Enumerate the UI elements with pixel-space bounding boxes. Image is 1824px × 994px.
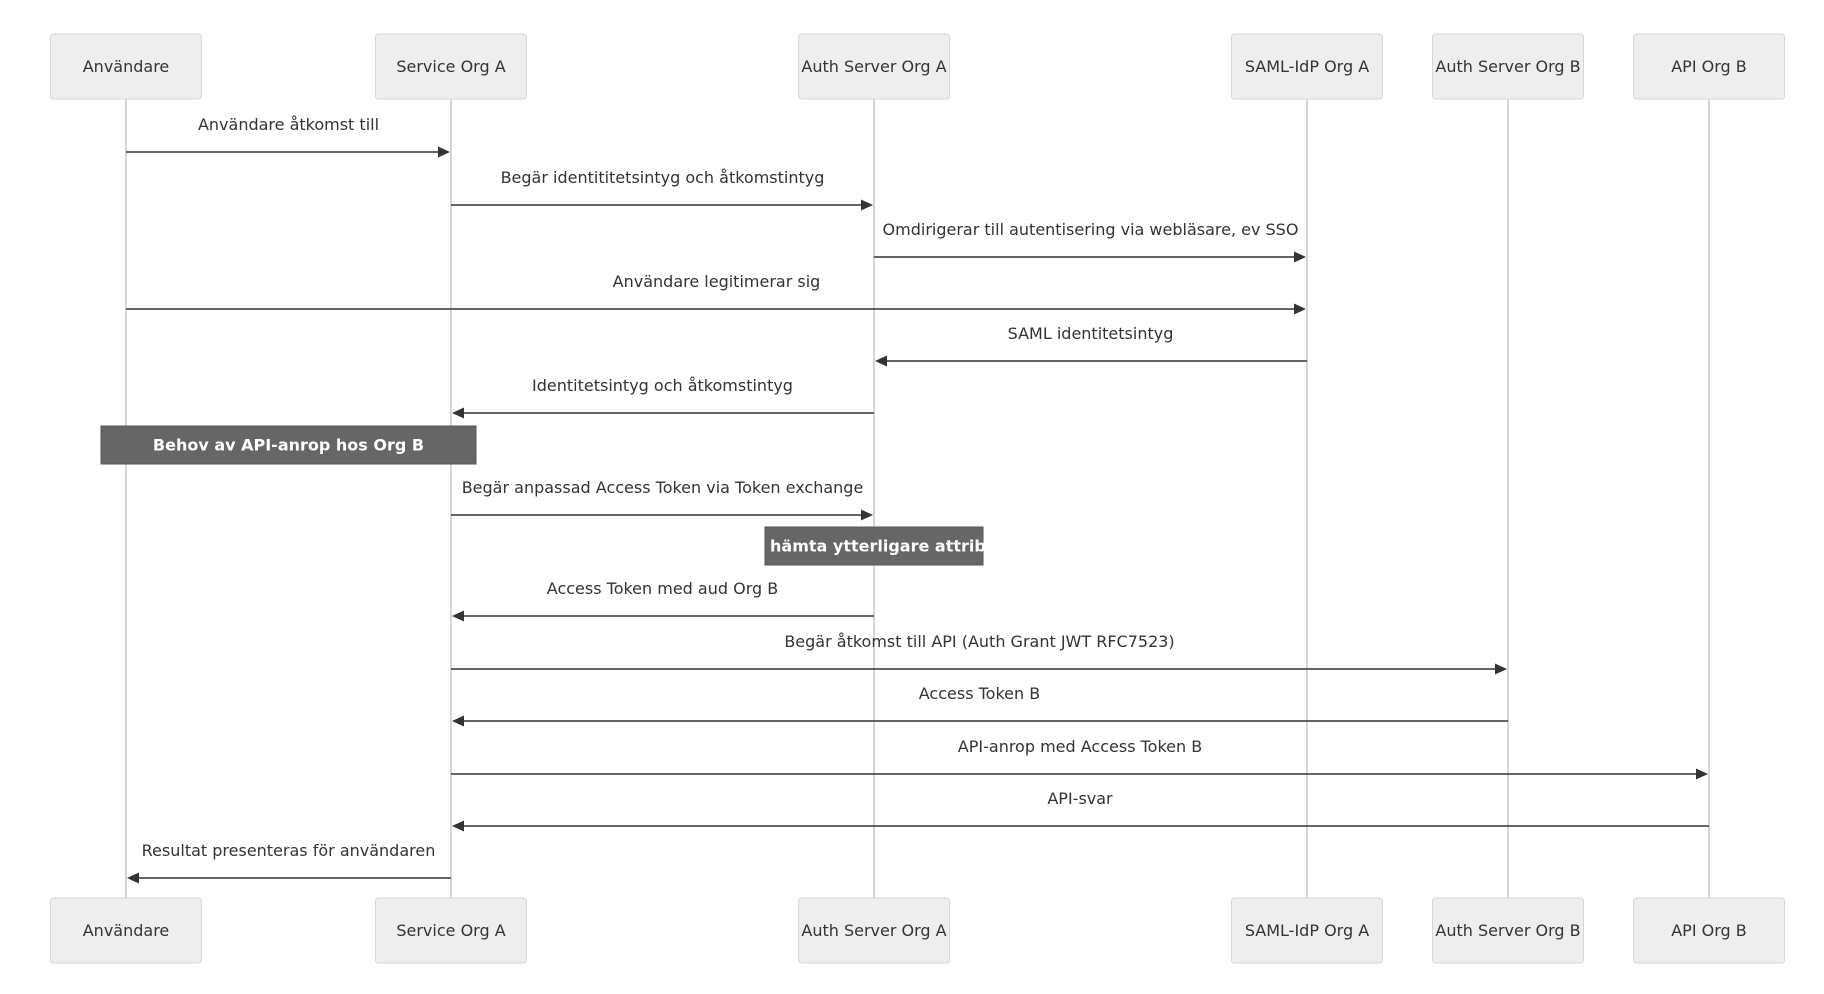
message-2: Begär identititetsintyg och åtkomstintyg (451, 168, 873, 211)
actor-box (1432, 33, 1584, 100)
actor-box (50, 33, 202, 100)
message-4: Användare legitimerar sig (126, 272, 1306, 315)
actor-label: Auth Server Org A (801, 57, 946, 76)
message-label: API-anrop med Access Token B (958, 737, 1202, 756)
arrowhead-icon (1294, 251, 1306, 263)
actor-label: Användare (83, 921, 170, 940)
message-label: SAML identitetsintyg (1008, 324, 1174, 343)
actor-authB-top: Auth Server Org B (1432, 33, 1584, 100)
actor-label: Service Org A (396, 57, 505, 76)
note-label: Behov av API-anrop hos Org B (153, 436, 424, 455)
message-label: Begär anpassad Access Token via Token ex… (462, 478, 864, 497)
message-15: Resultat presenteras för användaren (127, 841, 451, 884)
message-label: Access Token med aud Org B (547, 579, 778, 598)
message-13: API-anrop med Access Token B (451, 737, 1708, 780)
arrowhead-icon (452, 820, 464, 832)
lifelines (125, 99, 1710, 898)
message-8: Begär anpassad Access Token via Token ex… (451, 478, 873, 521)
actor-box (1633, 897, 1785, 964)
message-label: Begär åtkomst till API (Auth Grant JWT R… (784, 632, 1174, 651)
actor-label: Auth Server Org A (801, 921, 946, 940)
actor-box (375, 897, 527, 964)
message-6: Identitetsintyg och åtkomstintyg (452, 376, 874, 419)
arrowhead-icon (438, 146, 450, 158)
actor-label: SAML-IdP Org A (1245, 57, 1369, 76)
arrowhead-icon (452, 610, 464, 622)
arrowhead-icon (452, 715, 464, 727)
actor-svcA-top: Service Org A (375, 33, 527, 100)
message-3: Omdirigerar till autentisering via weblä… (874, 220, 1306, 263)
note-box (100, 425, 477, 465)
actor-box (1231, 33, 1383, 100)
message-label: Användare åtkomst till (198, 115, 379, 134)
actor-label: Auth Server Org B (1435, 921, 1580, 940)
message-label: Identitetsintyg och åtkomstintyg (532, 376, 793, 395)
actor-idpA-bottom: SAML-IdP Org A (1231, 897, 1383, 964)
message-5: SAML identitetsintyg (875, 324, 1307, 367)
message-11: Begär åtkomst till API (Auth Grant JWT R… (451, 632, 1507, 675)
arrowhead-icon (875, 355, 887, 367)
actor-svcA-bottom: Service Org A (375, 897, 527, 964)
actor-authA-bottom: Auth Server Org A (798, 897, 950, 964)
actors-bottom: Användare Service Org A Auth Server Org A S… (50, 897, 1785, 964)
actor-box (1432, 897, 1584, 964)
message-label: Begär identititetsintyg och åtkomstintyg (501, 168, 825, 187)
arrowhead-icon (452, 407, 464, 419)
actor-authB-bottom: Auth Server Org B (1432, 897, 1584, 964)
actor-box (1633, 33, 1785, 100)
actor-box (375, 33, 527, 100)
actor-user-top: Användare (50, 33, 202, 100)
arrowhead-icon (1696, 768, 1708, 780)
actor-box (798, 897, 950, 964)
message-label: API-svar (1047, 789, 1113, 808)
actor-label: SAML-IdP Org A (1245, 921, 1369, 940)
actor-box (1231, 897, 1383, 964)
actor-apiB-bottom: API Org B (1633, 897, 1785, 964)
actor-label: API Org B (1671, 921, 1747, 940)
arrowhead-icon (861, 509, 873, 521)
actor-user-bottom: Användare (50, 897, 202, 964)
arrowhead-icon (127, 872, 139, 884)
message-12: Access Token B (452, 684, 1508, 727)
actors-top: Användare Service Org A Auth Server Org A S… (50, 33, 1785, 100)
actor-label: Auth Server Org B (1435, 57, 1580, 76)
message-1: Användare åtkomst till (126, 115, 450, 158)
actor-label: Service Org A (396, 921, 505, 940)
message-label: Resultat presenteras för användaren (142, 841, 436, 860)
actor-label: Användare (83, 57, 170, 76)
arrowhead-icon (1495, 663, 1507, 675)
note-9: Ev hämta ytterligare attribut (743, 526, 1005, 566)
arrowhead-icon (861, 199, 873, 211)
note-7: Behov av API-anrop hos Org B (100, 425, 477, 465)
message-label: Omdirigerar till autentisering via weblä… (883, 220, 1299, 239)
note-label: Ev hämta ytterligare attribut (743, 537, 1005, 556)
note-box (764, 526, 984, 566)
actor-box (50, 897, 202, 964)
actor-label: API Org B (1671, 57, 1747, 76)
message-label: Access Token B (919, 684, 1040, 703)
actor-idpA-top: SAML-IdP Org A (1231, 33, 1383, 100)
actor-box (798, 33, 950, 100)
message-label: Användare legitimerar sig (613, 272, 821, 291)
message-10: Access Token med aud Org B (452, 579, 874, 622)
actor-authA-top: Auth Server Org A (798, 33, 950, 100)
arrowhead-icon (1294, 303, 1306, 315)
message-14: API-svar (452, 789, 1709, 832)
actor-apiB-top: API Org B (1633, 33, 1785, 100)
